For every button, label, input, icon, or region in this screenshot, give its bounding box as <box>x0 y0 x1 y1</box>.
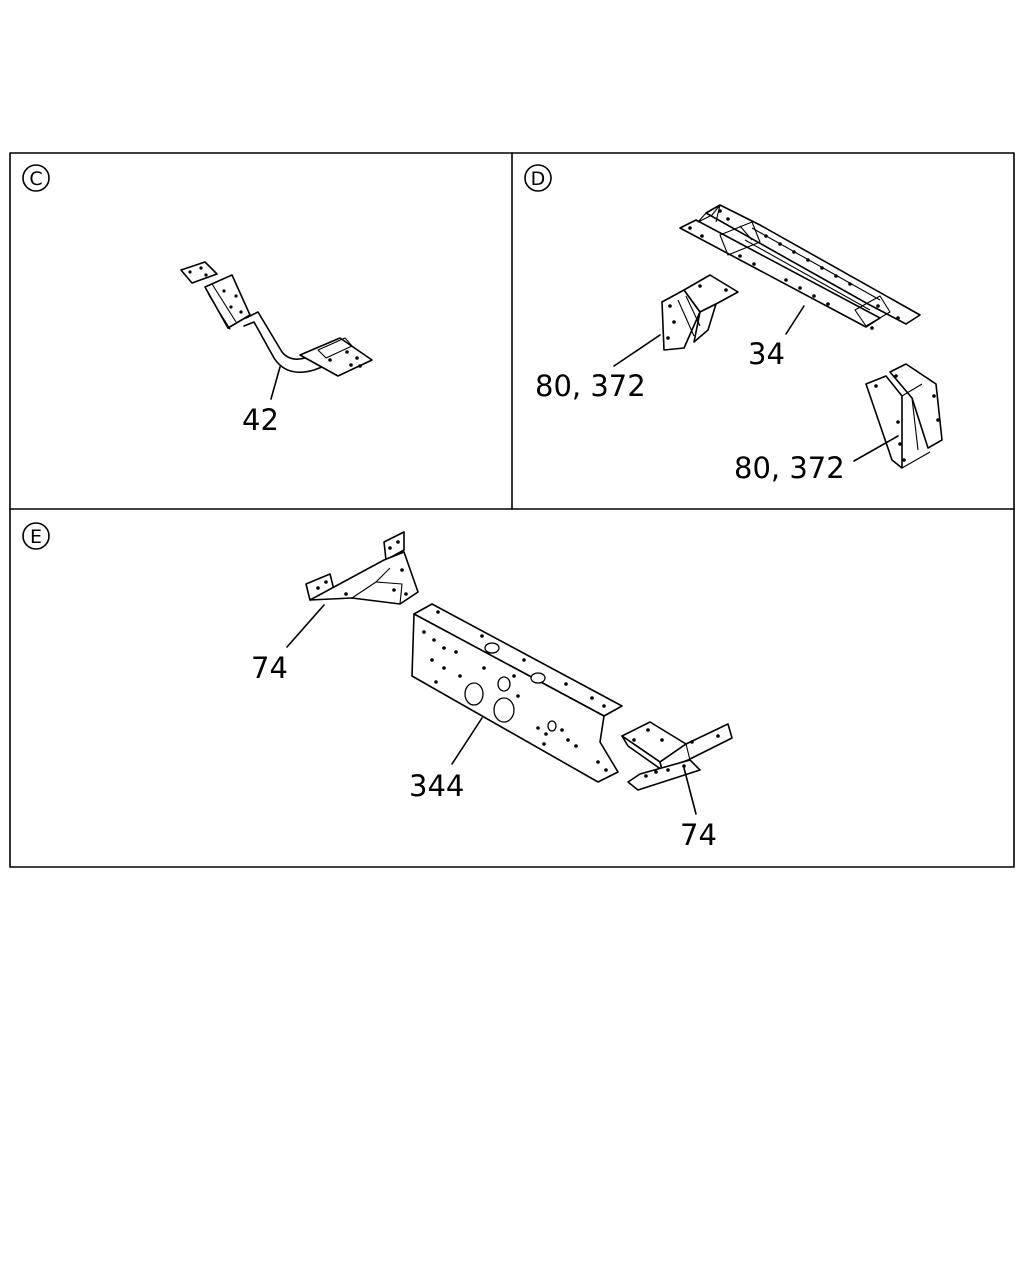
leader-80-372-right <box>853 435 899 462</box>
part-80-372-bracket-right <box>865 363 943 469</box>
callout-80-372-left: 80, 372 <box>535 369 646 403</box>
panel-c: C 42 <box>22 164 373 437</box>
callout-80-372-right: 80, 372 <box>734 451 845 485</box>
leader-74-lower <box>683 767 697 815</box>
leader-74-upper <box>286 604 325 648</box>
callout-34: 34 <box>748 337 785 371</box>
panel-d-badge-letter: D <box>531 168 546 190</box>
panel-c-badge-letter: C <box>29 168 42 190</box>
badge-circle <box>22 164 50 192</box>
leader-80-372-left <box>613 334 661 367</box>
panel-c-badge: C <box>22 164 50 192</box>
part-80-372-bracket-left <box>661 274 739 351</box>
callout-344: 344 <box>409 769 464 803</box>
badge-circle <box>22 522 50 550</box>
leader-344 <box>451 717 483 765</box>
panel-d-badge: D <box>524 164 552 192</box>
part-74-bracket-lower <box>621 721 733 791</box>
leader-42 <box>270 366 281 400</box>
part-344-crossmember <box>411 603 623 783</box>
leader-34 <box>785 305 805 335</box>
callout-74-upper: 74 <box>251 651 288 685</box>
panel-e-badge: E <box>22 522 50 550</box>
part-74-bracket-upper <box>305 531 419 605</box>
panel-frames <box>9 152 1015 868</box>
panel-e: E 74 <box>22 522 733 852</box>
badge-circle <box>524 164 552 192</box>
panel-e-badge-letter: E <box>30 526 42 548</box>
part-42-bracket <box>180 261 373 377</box>
panel-d: D <box>524 164 943 485</box>
callout-42: 42 <box>242 403 279 437</box>
part-34-crossmember <box>679 204 921 330</box>
callout-74-lower: 74 <box>680 818 717 852</box>
